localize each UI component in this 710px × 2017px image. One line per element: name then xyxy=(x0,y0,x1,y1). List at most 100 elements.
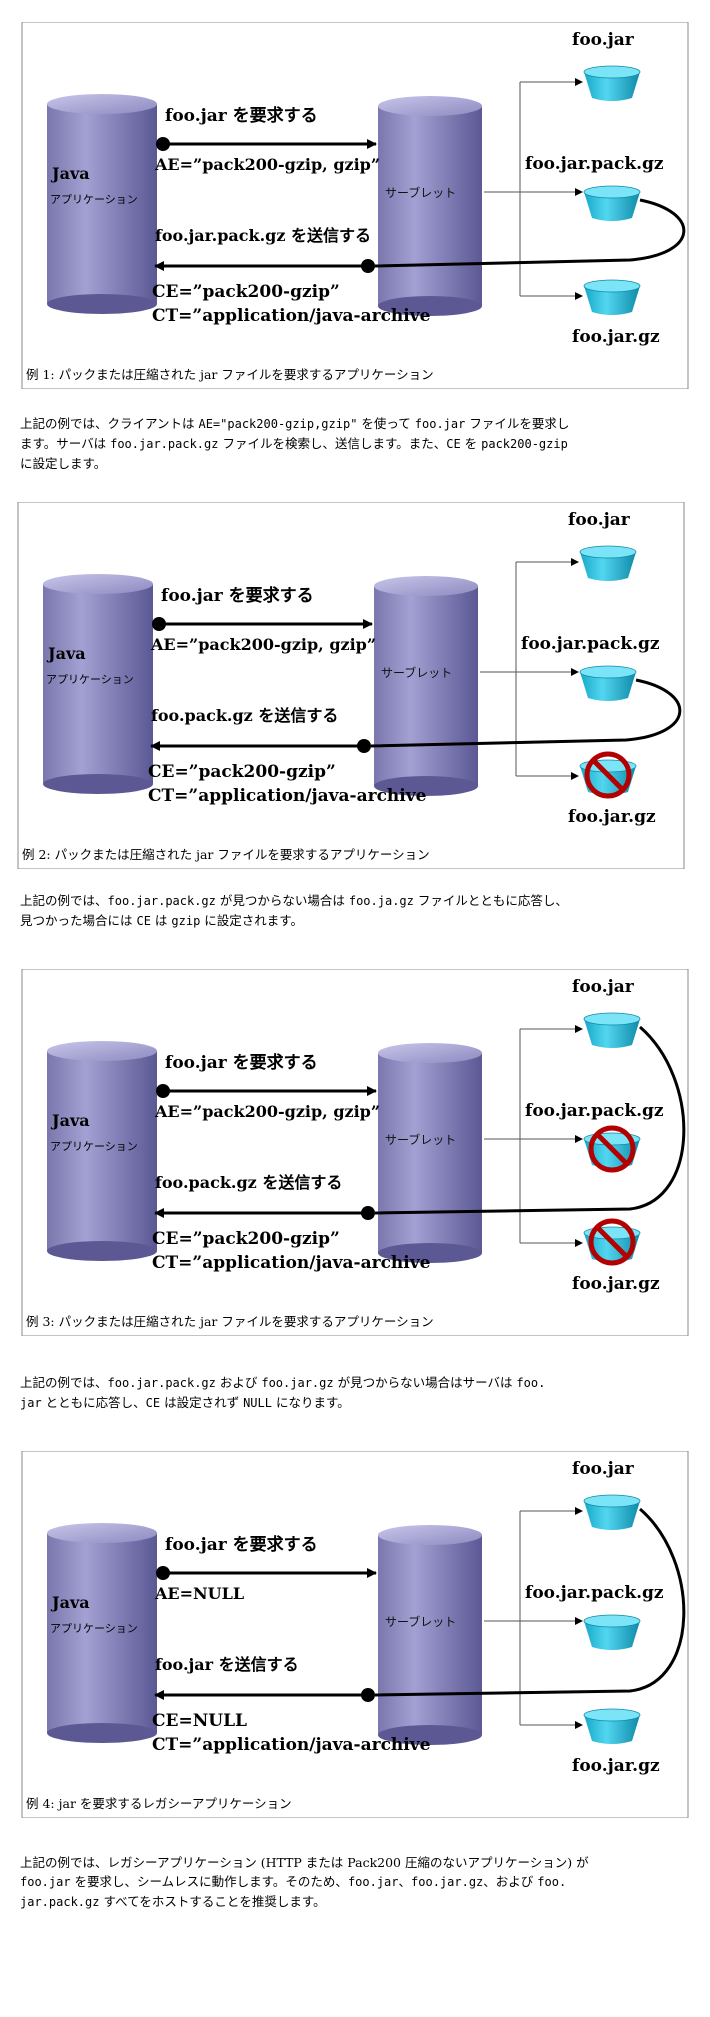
bucket-foo-jar-pack-gz xyxy=(579,665,637,701)
code-fragment: foo.jar.pack.gz xyxy=(107,1376,216,1390)
code-fragment: foo.ja.gz xyxy=(348,894,414,908)
example-3-diagram: Java アプリケーション サーブレット foo.jar を要求する AE=”p… xyxy=(21,969,689,1336)
code-fragment: AE="pack200-gzip,gzip" xyxy=(198,417,358,431)
example-4-description: 上記の例では、レガシーアプリケーション (HTTP または Pack200 圧縮… xyxy=(20,1853,680,1912)
application-label: アプリケーション xyxy=(50,1622,138,1635)
file-label-foo-jar-gz: foo.jar.gz xyxy=(572,1274,660,1294)
text-fragment: および xyxy=(215,1375,262,1390)
text-fragment: が見つからない場合はサーバは xyxy=(333,1375,517,1390)
code-fragment: CE xyxy=(136,914,151,928)
foo-jar-return-curve xyxy=(374,1025,686,1215)
code-fragment: foo.jar xyxy=(20,1875,71,1889)
figure-caption: 例 1: パックまたは圧縮された jar ファイルを要求するアプリケーション xyxy=(26,367,434,382)
servlet-label: サーブレット xyxy=(381,665,452,680)
example-1-figure: Java アプリケーション サーブレット foo.jar を要求する AE=”p… xyxy=(0,22,710,389)
code-fragment: pack200-gzip xyxy=(481,437,568,451)
servlet-label: サーブレット xyxy=(385,1614,456,1629)
java-label: Java xyxy=(46,644,86,663)
pack-gz-return-curve xyxy=(370,678,682,748)
servlet-label: サーブレット xyxy=(385,185,456,200)
file-label-foo-jar-pack-gz: foo.jar.pack.gz xyxy=(525,1101,664,1121)
java-label: Java xyxy=(50,164,90,183)
unavailable-icon xyxy=(588,1125,636,1173)
text-fragment: を使って xyxy=(357,416,415,431)
text-fragment: すべてをホストすることを推奨します。 xyxy=(99,1894,326,1909)
file-label-foo-jar: foo.jar xyxy=(572,1459,635,1479)
ct-label: CT=”application/java-archive xyxy=(152,1253,431,1273)
send-label: foo.pack.gz を送信する xyxy=(155,1173,342,1192)
code-fragment: foo.jar xyxy=(414,417,466,431)
send-label: foo.jar を送信する xyxy=(155,1655,299,1674)
text-fragment: ファイルを検索し、送信します。また、 xyxy=(218,436,447,451)
bucket-foo-jar-pack-gz xyxy=(583,185,641,221)
ce-label: CE=”pack200-gzip” xyxy=(152,282,340,302)
code-fragment: CE xyxy=(145,1396,161,1410)
file-label-foo-jar-gz: foo.jar.gz xyxy=(572,327,660,347)
example-3-figure: Java アプリケーション サーブレット foo.jar を要求する AE=”p… xyxy=(0,969,710,1336)
text-fragment: 、 xyxy=(398,1874,412,1889)
file-label-foo-jar-pack-gz: foo.jar.pack.gz xyxy=(525,154,664,174)
request-label: foo.jar を要求する xyxy=(165,1052,318,1073)
code-fragment: gzip xyxy=(171,914,201,928)
bucket-foo-jar-gz xyxy=(583,279,641,315)
ce-label: CE=”pack200-gzip” xyxy=(148,762,336,782)
bucket-foo-jar xyxy=(579,545,637,581)
code-fragment: jar xyxy=(20,1396,42,1410)
file-label-foo-jar: foo.jar xyxy=(568,510,631,530)
send-label: foo.pack.gz を送信する xyxy=(151,706,338,725)
file-label-foo-jar-pack-gz: foo.jar.pack.gz xyxy=(525,1583,664,1603)
text-fragment: に設定されます。 xyxy=(200,913,304,928)
text-fragment: ます。サーバは xyxy=(20,436,111,451)
application-label: アプリケーション xyxy=(50,193,138,206)
pack-gz-return-curve xyxy=(374,198,686,268)
figure-caption: 例 3: パックまたは圧縮された jar ファイルを要求するアプリケーション xyxy=(26,1314,434,1329)
code-fragment: foo.jar.pack.gz xyxy=(110,437,219,451)
servlet-cylinder xyxy=(378,1525,482,1745)
java-application-cylinder xyxy=(47,1041,157,1261)
code-fragment: foo.jar.gz xyxy=(261,1376,334,1390)
java-label: Java xyxy=(50,1111,90,1130)
text-fragment: は xyxy=(150,913,172,928)
code-fragment: jar.pack.gz xyxy=(20,1895,100,1909)
code-fragment: foo.jar xyxy=(347,1875,399,1889)
code-fragment: foo.jar.gz xyxy=(411,1875,484,1889)
ct-label: CT=”application/java-archive xyxy=(152,1735,431,1755)
servlet-label: サーブレット xyxy=(385,1132,456,1147)
text-fragment: ファイルを要求し xyxy=(465,416,570,431)
text-fragment: 上記の例では、 xyxy=(20,1375,108,1390)
example-1-diagram: Java アプリケーション サーブレット foo.jar を要求する AE=”p… xyxy=(21,22,689,389)
text-fragment: 見つかった場合には xyxy=(20,913,137,928)
example-2-diagram: Java アプリケーション サーブレット foo.jar を要求する AE=”p… xyxy=(17,502,685,869)
java-label: Java xyxy=(50,1593,90,1612)
ce-label: CE=”pack200-gzip” xyxy=(152,1229,340,1249)
ae-label: AE=”pack200-gzip, gzip” xyxy=(154,155,380,174)
ce-label: CE=NULL xyxy=(152,1711,247,1731)
example-1-description: 上記の例では、クライアントは AE="pack200-gzip,gzip" を使… xyxy=(20,414,680,473)
text-fragment: が見つからない場合は xyxy=(215,893,349,908)
text-fragment: になります。 xyxy=(271,1395,350,1410)
text-fragment: 上記の例では、レガシーアプリケーション (HTTP または Pack200 圧縮… xyxy=(20,1855,589,1870)
foo-jar-return-curve xyxy=(374,1507,686,1697)
code-fragment: NULL xyxy=(243,1396,272,1410)
unavailable-icon xyxy=(584,751,632,799)
ct-label: CT=”application/java-archive xyxy=(148,786,427,806)
java-application-cylinder xyxy=(47,1523,157,1743)
figure-caption: 例 2: パックまたは圧縮された jar ファイルを要求するアプリケーション xyxy=(22,847,430,862)
text-fragment: は設定されず xyxy=(160,1395,244,1410)
bucket-foo-jar xyxy=(583,65,641,101)
text-fragment: 上記の例では、 xyxy=(20,893,108,908)
file-label-foo-jar-gz: foo.jar.gz xyxy=(572,1756,660,1776)
file-label-foo-jar-pack-gz: foo.jar.pack.gz xyxy=(521,634,660,654)
unavailable-icon xyxy=(588,1218,636,1266)
bucket-foo-jar-gz xyxy=(583,1708,641,1744)
java-application-cylinder xyxy=(43,574,153,794)
code-fragment: foo. xyxy=(537,1875,567,1889)
code-fragment: CE xyxy=(446,437,461,451)
text-fragment: とともに応答し、 xyxy=(41,1395,146,1410)
servlet-cylinder xyxy=(378,1043,482,1263)
servlet-cylinder xyxy=(374,576,478,796)
text-fragment: を xyxy=(460,436,482,451)
file-label-foo-jar-gz: foo.jar.gz xyxy=(568,807,656,827)
bucket-foo-jar xyxy=(583,1012,641,1048)
text-fragment: に設定します。 xyxy=(20,456,107,471)
